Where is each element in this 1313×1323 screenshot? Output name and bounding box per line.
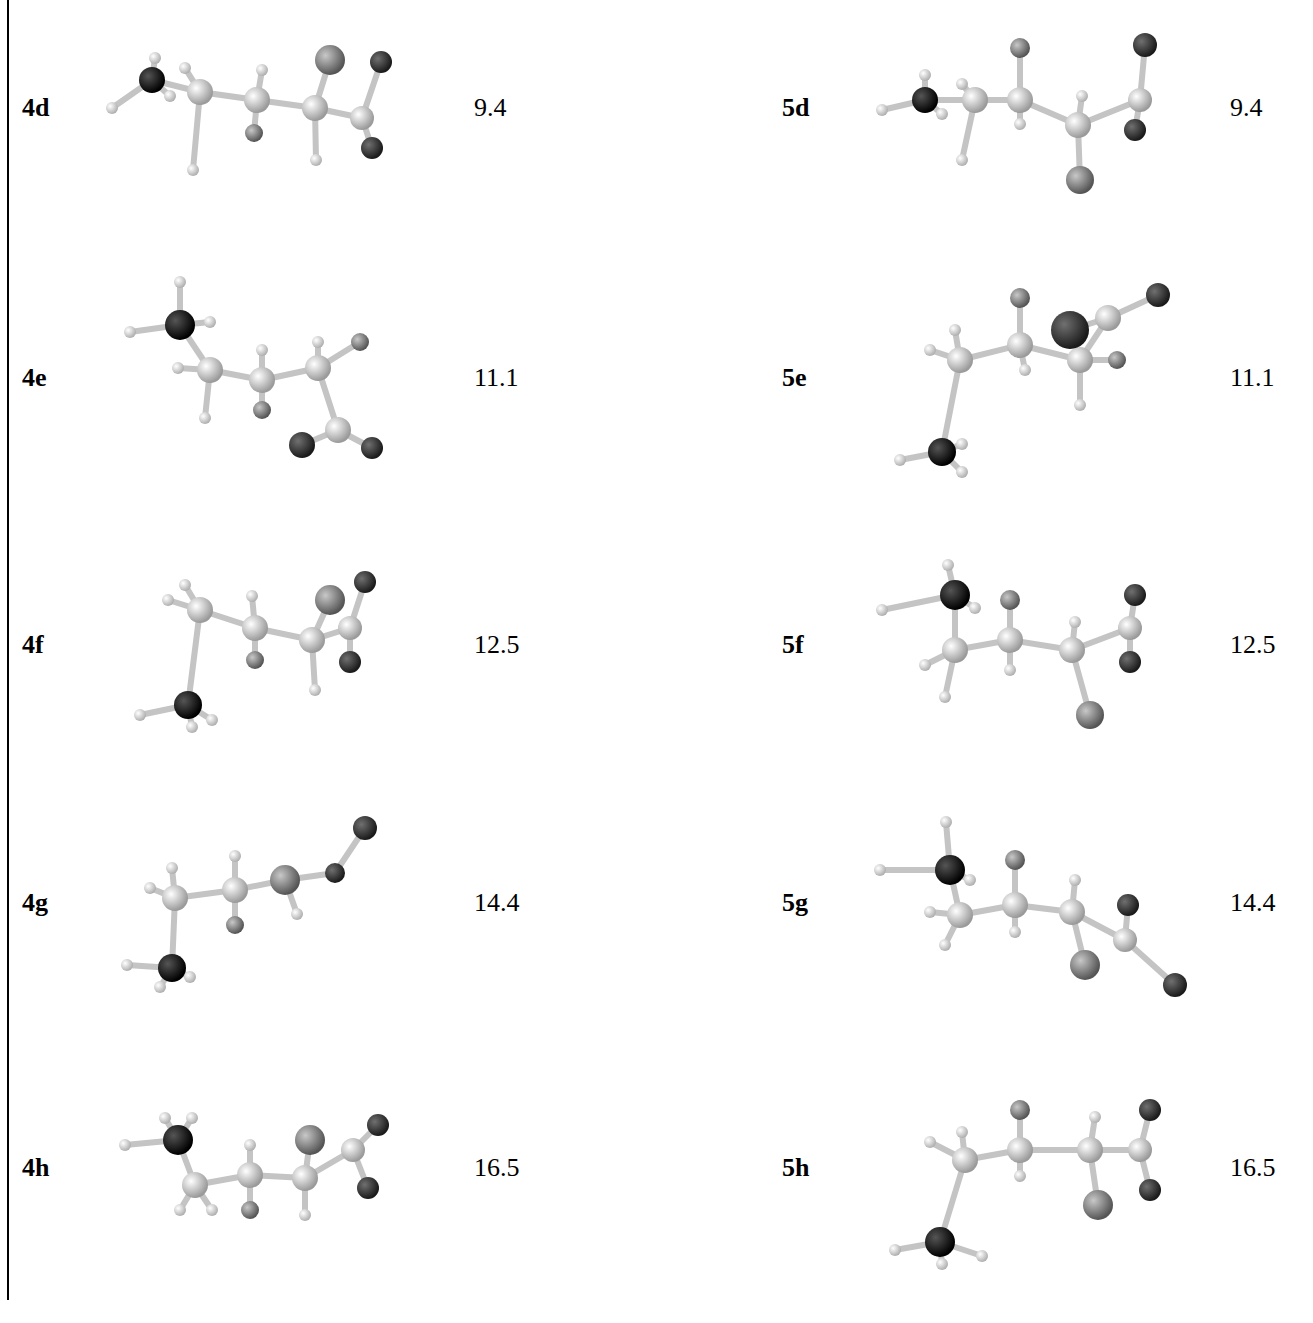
atoms [894, 283, 1170, 478]
compound-label: 4e [22, 363, 47, 393]
energy-value: 11.1 [1230, 363, 1275, 393]
molecule-4d [106, 45, 392, 176]
bonds [895, 1110, 1150, 1264]
energy-value: 12.5 [474, 630, 520, 660]
energy-value: 9.4 [474, 93, 507, 123]
atoms [134, 571, 376, 733]
compound-label: 4g [22, 888, 48, 918]
bonds [125, 1118, 378, 1215]
bonds [130, 282, 372, 448]
atoms [889, 1099, 1161, 1270]
compound-label: 4h [22, 1153, 49, 1183]
molecule-5g [874, 816, 1187, 997]
molecule-4h [119, 1112, 389, 1221]
compound-label: 5d [782, 93, 809, 123]
bonds [882, 45, 1145, 180]
atoms [119, 1112, 389, 1221]
molecule-5f [876, 559, 1146, 729]
molecule-4g [121, 816, 377, 993]
energy-value: 14.4 [1230, 888, 1276, 918]
bonds [900, 295, 1158, 472]
bonds [140, 582, 365, 727]
atoms [106, 45, 392, 176]
bonds [880, 822, 1175, 985]
compound-label: 5f [782, 630, 804, 660]
compound-label: 4f [22, 630, 44, 660]
atoms [124, 276, 383, 459]
atoms [121, 816, 377, 993]
energy-value: 12.5 [1230, 630, 1276, 660]
energy-value: 16.5 [474, 1153, 520, 1183]
molecule-4e [124, 276, 383, 459]
bonds [112, 58, 381, 170]
molecule-5d [876, 33, 1157, 194]
compound-label: 5h [782, 1153, 809, 1183]
energy-value: 11.1 [474, 363, 519, 393]
energy-value: 16.5 [1230, 1153, 1276, 1183]
energy-value: 9.4 [1230, 93, 1263, 123]
atoms [876, 33, 1157, 194]
atoms [874, 816, 1187, 997]
bonds [127, 828, 365, 987]
molecule-5h [889, 1099, 1161, 1270]
molecule-4f [134, 571, 376, 733]
atoms [876, 559, 1146, 729]
energy-value: 14.4 [474, 888, 520, 918]
molecule-5e [894, 283, 1170, 478]
divider-line [7, 0, 9, 1300]
compound-label: 5e [782, 363, 807, 393]
compound-label: 5g [782, 888, 808, 918]
bonds [882, 565, 1135, 715]
compound-label: 4d [22, 93, 49, 123]
